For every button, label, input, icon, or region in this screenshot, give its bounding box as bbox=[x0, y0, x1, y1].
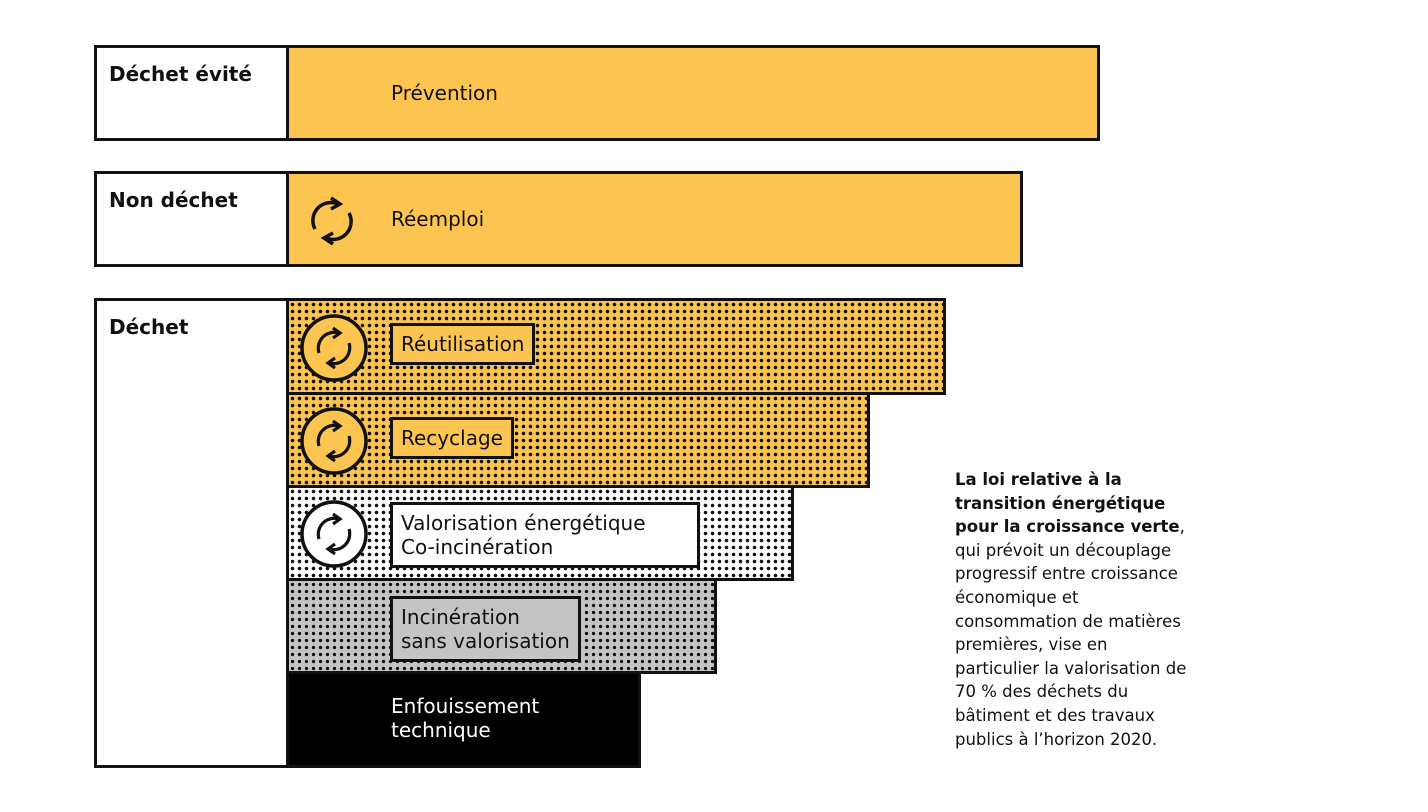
category-non-waste-box: Non déchet bbox=[94, 171, 289, 267]
level-reemploi-bar: Réemploi bbox=[286, 171, 1023, 267]
cycle-arrows-icon bbox=[300, 314, 368, 382]
category-waste-box: Déchet bbox=[94, 298, 289, 768]
law-note: La loi relative à la transition énergéti… bbox=[955, 468, 1195, 751]
label-line-2: technique bbox=[391, 718, 491, 742]
category-waste-label: Déchet bbox=[109, 315, 189, 339]
label-line-1: Incinération bbox=[401, 605, 520, 629]
law-note-bold: La loi relative à la transition énergéti… bbox=[955, 470, 1180, 537]
cycle-arrows-icon bbox=[300, 407, 368, 475]
label-line-1: Valorisation énergétique bbox=[401, 511, 646, 535]
level-enfouissement-bar: Enfouissement technique bbox=[286, 671, 641, 768]
level-prevention-bar: Prévention bbox=[286, 45, 1100, 141]
level-reutilisation-label: Réutilisation bbox=[390, 323, 536, 365]
label-line-1: Enfouissement bbox=[391, 694, 540, 718]
label-line-2: Co-incinération bbox=[401, 535, 554, 559]
cycle-arrows-icon bbox=[311, 196, 353, 246]
level-valorisation-energetique-label: Valorisation énergétique Co-incinération bbox=[390, 502, 700, 568]
level-prevention-label: Prévention bbox=[391, 81, 498, 105]
cycle-arrows-icon bbox=[300, 500, 368, 568]
label-line-2: sans valorisation bbox=[401, 629, 570, 653]
level-recyclage-bar: Recyclage bbox=[286, 392, 870, 488]
level-reemploi-label: Réemploi bbox=[391, 207, 485, 231]
category-avoided-box: Déchet évité bbox=[94, 45, 289, 141]
level-recyclage-label: Recyclage bbox=[390, 417, 514, 459]
level-valorisation-energetique-bar: Valorisation énergétique Co-incinération bbox=[286, 485, 794, 581]
level-enfouissement-label: Enfouissement technique bbox=[391, 694, 539, 742]
law-note-text: , qui prévoit un découplage progressif e… bbox=[955, 517, 1187, 749]
level-reutilisation-bar: Réutilisation bbox=[286, 298, 946, 395]
level-incineration-bar: Incinération sans valorisation bbox=[286, 578, 717, 674]
category-avoided-label: Déchet évité bbox=[109, 62, 252, 86]
category-non-waste-label: Non déchet bbox=[109, 188, 238, 212]
level-incineration-label: Incinération sans valorisation bbox=[390, 596, 581, 662]
